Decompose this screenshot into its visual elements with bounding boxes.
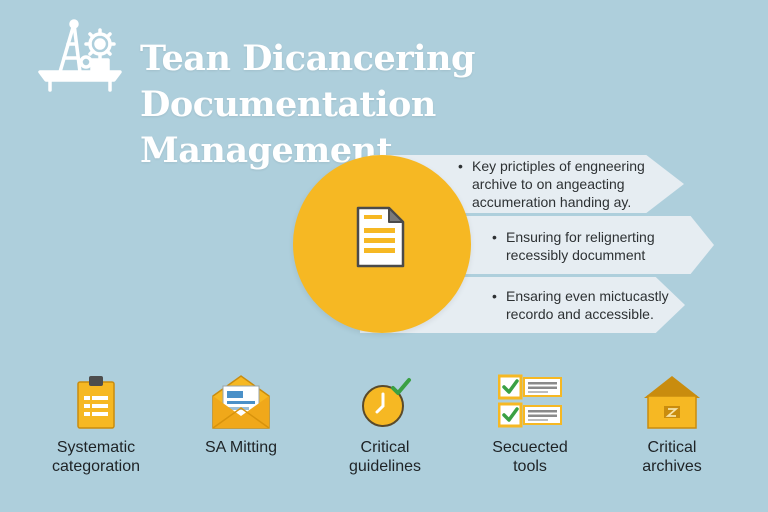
principle-3-line-2: recordo and accessible. — [506, 306, 654, 322]
feature-4-label-line-2: tools — [513, 458, 547, 475]
clipboard-icon — [77, 376, 115, 429]
feature-1-label-line-2: categoration — [51, 458, 141, 475]
feature-critical-archives: Critical archives — [597, 370, 747, 476]
page-title: Tean Dicancering Documentation Managemen… — [140, 36, 768, 174]
principle-3-line-1: Ensaring even mictucastly — [506, 288, 669, 304]
envelope-icon — [212, 375, 270, 429]
archive-house-icon — [644, 376, 700, 429]
checklist-icon — [498, 374, 562, 428]
clock-check-icon — [362, 378, 411, 427]
feature-3-label-line-2: guidelines — [348, 458, 422, 475]
feature-5-label-line-2: archives — [642, 458, 702, 475]
feature-2-label-line-1: SA Mitting — [204, 439, 278, 456]
title-line-1: Tean Dicancering Documentation — [140, 38, 475, 125]
bullet: • — [458, 158, 463, 174]
bullet: • — [492, 288, 497, 304]
feature-systematic-categoration: Systematic categoration — [21, 370, 171, 476]
document-icon — [356, 206, 405, 268]
feature-4-label-line-1: Secuected — [492, 439, 568, 456]
bullet: • — [492, 229, 497, 245]
scale-gear-logo-icon — [38, 19, 122, 92]
principle-1-line-1: Key prictiples of engneering — [472, 158, 645, 174]
feature-1-label-line-1: Systematic — [56, 439, 136, 456]
features-row: Systematic categoration SA Mitting — [0, 370, 768, 490]
feature-secuected-tools: Secuected tools — [455, 370, 605, 476]
feature-sa-mitting: SA Mitting — [166, 370, 316, 457]
feature-3-label-line-1: Critical — [360, 439, 410, 456]
feature-critical-guidelines: Critical guidelines — [310, 370, 460, 476]
feature-5-label-line-1: Critical — [647, 439, 697, 456]
principle-1-line-3: accumeration handing ay. — [472, 194, 632, 210]
principle-1-line-2: archive to on angeacting — [472, 176, 625, 192]
principle-2-line-2: recessibly documment — [506, 247, 646, 263]
principle-2-line-1: Ensuring for relignerting — [506, 229, 655, 245]
